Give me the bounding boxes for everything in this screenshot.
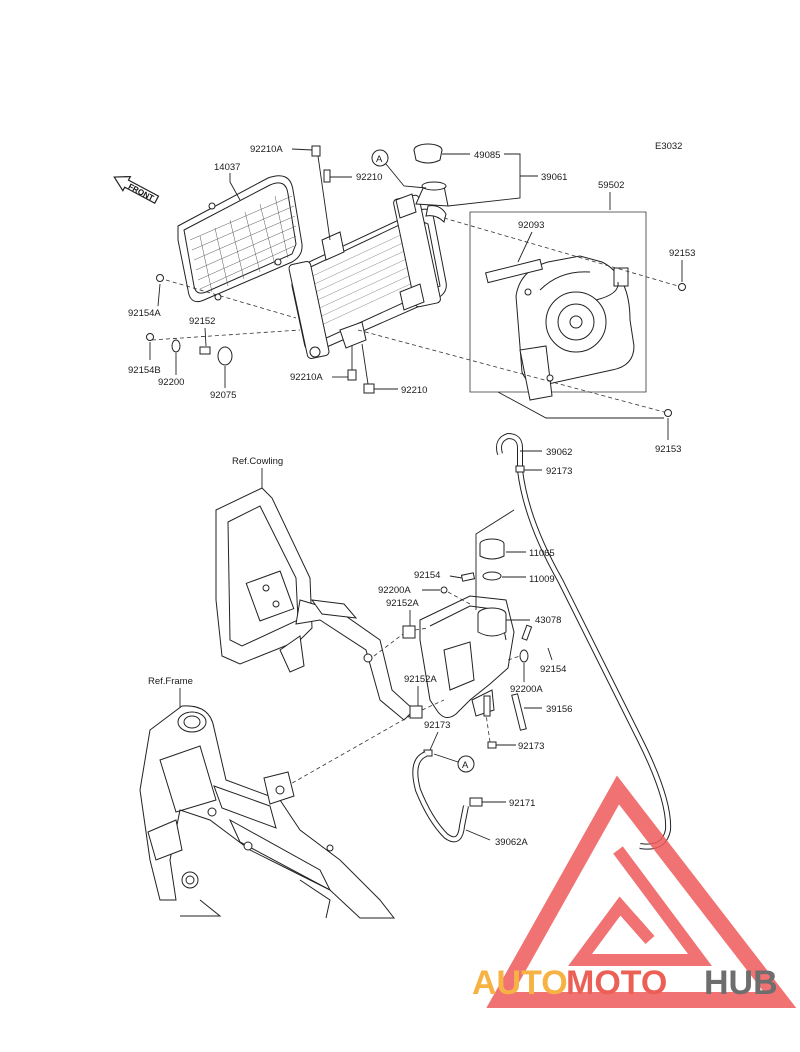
bolt-92154-top [460,572,476,582]
label-39156: 39156 [546,704,572,715]
diagram-code: E3032 [655,141,682,152]
label-92173-b: 92173 [424,720,450,731]
automotohub-watermark: AUTO MOTO HUB [472,775,797,1008]
label-92152A-top: 92152A [386,598,419,609]
grommet-92210A-bot [347,369,357,381]
label-92173-a: 92173 [546,466,572,477]
label-92154-r: 92154 [540,664,566,675]
label-92200A-top: 92200A [378,585,411,596]
radiator-grille [177,175,303,303]
label-14037: 14037 [214,162,240,173]
label-92171: 92171 [509,798,535,809]
label-92210A-bot: 92210A [290,372,323,383]
label-92200A-r: 92200A [510,684,543,695]
label-92093: 92093 [518,220,544,231]
label-11009: 11009 [529,574,555,585]
label-92152A-mid: 92152A [404,674,437,685]
clamp-92173-c [487,741,497,749]
collar-92152A-mid [409,705,423,719]
label-43078: 43078 [535,615,561,626]
label-ref-frame: Ref.Frame [148,676,193,687]
grommet-92210A-top [311,145,321,157]
label-11065: 11065 [529,548,555,559]
label-39061: 39061 [541,172,567,183]
clamp-92173-a [515,465,525,473]
bolt-92154A [156,274,164,282]
collar-92152 [199,346,211,355]
washer-92200A-top [440,586,448,594]
watermark-hub: HUB [704,964,778,1002]
label-59502: 59502 [598,180,624,191]
damper-92075 [217,346,233,366]
label-39062: 39062 [546,447,572,458]
clip-92171 [469,797,483,807]
label-92200: 92200 [158,377,184,388]
collar-92152A-top [402,625,416,639]
label-92154A: 92154A [128,308,161,319]
label-92154B: 92154B [128,365,161,376]
label-92154-top: 92154 [414,570,440,581]
collar-92210-bot [363,383,375,394]
callout-a-top [371,149,389,167]
collar-92210-top [323,169,331,183]
radiator [288,181,449,359]
label-49085: 49085 [474,150,500,161]
callout-a-bottom-label: A [462,760,469,771]
reserve-tank [419,595,515,718]
front-arrow-icon: FRONT [113,175,160,204]
rubber-strip [485,258,543,284]
bolt-92154-r [521,624,533,641]
label-92210A-top: 92210A [250,144,283,155]
pipe-39156 [511,693,527,731]
frame [139,705,396,919]
label-92173-c: 92173 [518,741,544,752]
label-92075: 92075 [210,390,236,401]
gasket-11009 [482,571,502,581]
label-92153-bot: 92153 [655,444,681,455]
label-92153-top: 92153 [669,248,695,259]
label-92152: 92152 [189,316,215,327]
front-label: FRONT [127,182,156,203]
label-92210-top: 92210 [356,172,382,183]
watermark-auto: AUTO [472,964,568,1002]
cowling-bracket [215,487,415,721]
bolt-92154B [146,333,154,341]
watermark-moto: MOTO [566,964,667,1002]
tank-cap [479,538,505,560]
radiator-cap [413,143,443,164]
label-ref-cowling: Ref.Cowling [232,456,283,467]
bolt-92153-bot [664,409,672,417]
cooling-fan [515,255,635,401]
washer-92200 [171,339,181,353]
callout-a-top-label: A [376,154,383,165]
fan-box [469,211,647,393]
label-92210-bot: 92210 [401,385,427,396]
label-39062A: 39062A [495,837,528,848]
callout-a-bottom [457,755,475,773]
bolt-92153-top [678,283,686,291]
washer-92200A-r [519,649,529,663]
